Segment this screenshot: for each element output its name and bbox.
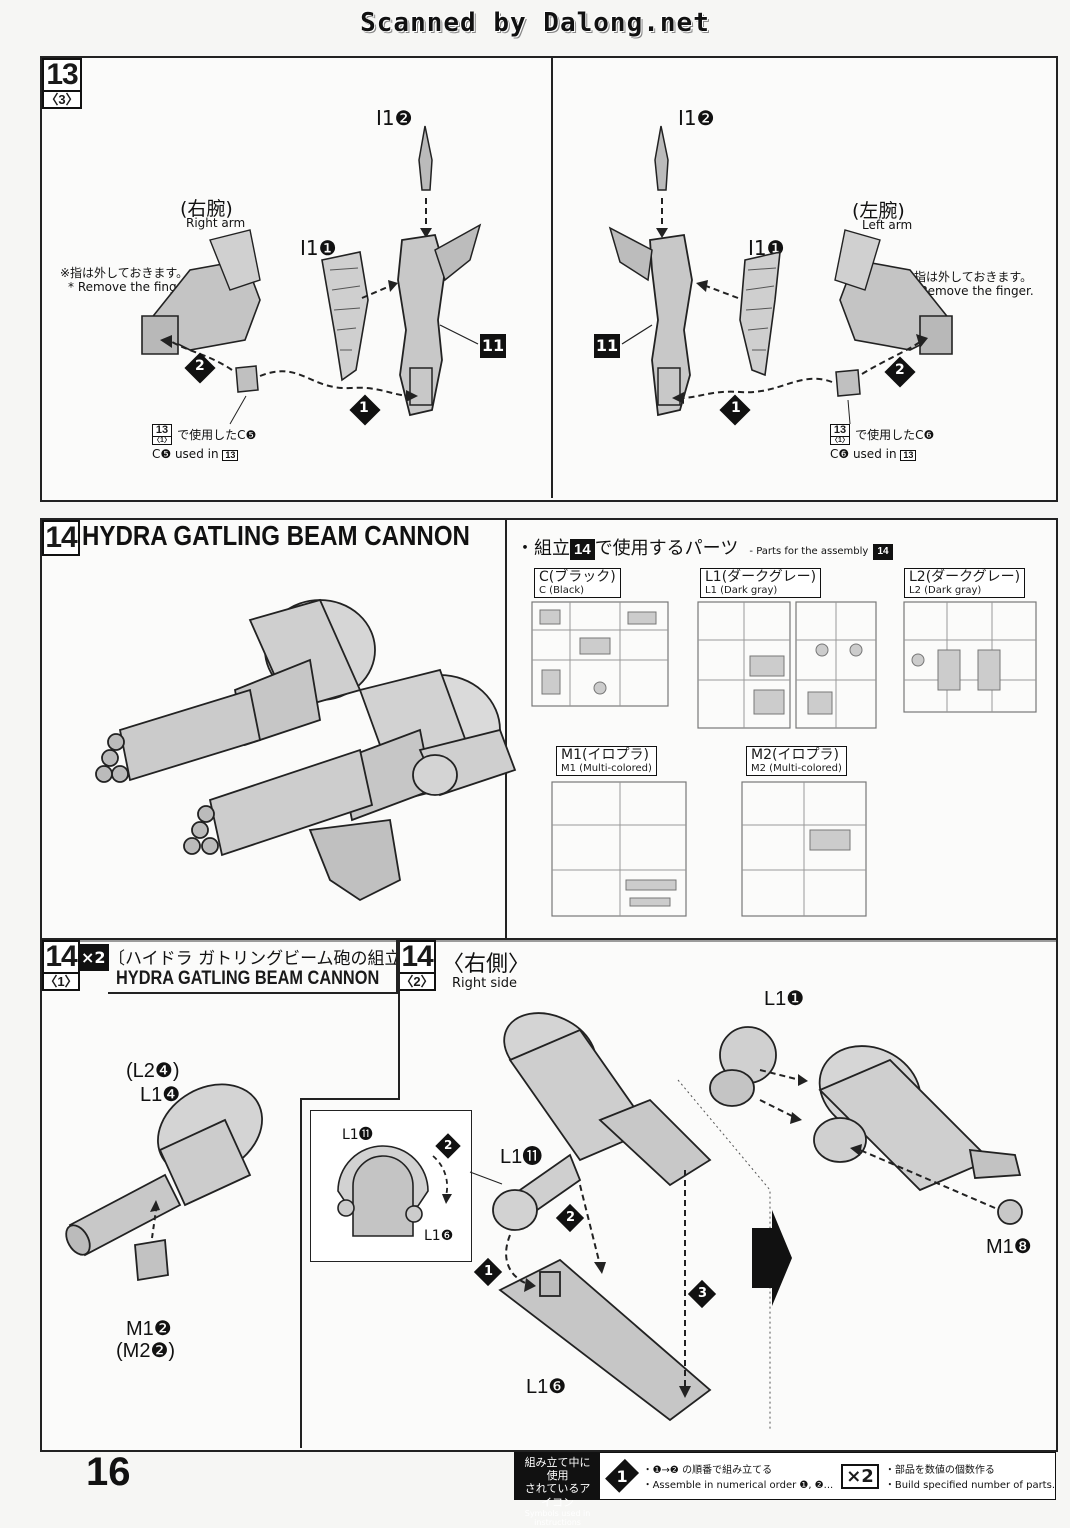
multiply-icon: ×2 [841,1463,879,1489]
step13-left-used-ref2: 13 [222,450,239,461]
step14-badge: 14 [42,520,80,556]
step13-right-note-jp: ※指は外しておきます。 [904,270,1033,284]
step13-left-part-mid: I1❶ [300,236,337,260]
runner-m2-sprue [741,781,867,917]
step14-1-title-en: HYDRA GATLING BEAM CANNON [116,968,380,989]
parts-heading-num2: 14 [873,544,893,560]
step13-left-used: 13〈1〉 で使用したC❺ C❺ used in 13 [152,424,256,461]
step14-2-part-l11: L1❶ [764,988,805,1010]
step13-left-note-jp: ※指は外しておきます。 [60,266,189,280]
step13-left-order-2: 2 [195,358,205,374]
step13-right-used: 13〈1〉 で使用したC❻ C❻ used in 13 [830,424,934,461]
step13-right-order-2: 2 [895,362,905,378]
step14-2-frame-top [300,1098,398,1100]
step13-left-arm-jp: (右腕) [180,198,233,220]
step14-1-header-border [108,940,398,994]
legend-order-jp: ・❶→❷ の順番で組み立てる [642,1465,773,1476]
legend-mult-en: ・Build specified number of parts. [884,1480,1055,1491]
step13-right-illustration [608,125,953,426]
step14-2-frame-divider [398,940,400,1100]
step14-2-inset-illustration [337,1133,503,1237]
step13-right-used-jp: で使用したC❻ [855,428,935,442]
step14-1-part-b2: (M2❷) [116,1340,176,1362]
step13-right-note-en: * Remove the finger. [910,284,1034,298]
step13-left-used-jp: で使用したC❺ [177,428,257,442]
page-number: 16 [86,1450,131,1494]
runner-l1-sprue [697,601,877,729]
step13-left-used-en: C❺ used in [152,447,219,461]
step14-parts-divider [505,520,507,938]
step13-right-arm-jp: (左腕) [852,200,905,222]
parts-heading-jp: ・組立 [516,538,570,559]
step14-2-order-3: 3 [698,1286,708,1301]
parts-heading-en: - Parts for the assembly [749,546,869,557]
step13-right-arm-en: Left arm [862,218,913,232]
step13-left-part-top: I1❷ [376,106,413,130]
step13-left-order-1: 1 [359,400,369,416]
step14-1-part-a2: L1❹ [140,1084,181,1106]
icon-legend: 組み立て中に使用 されているアイコン Symbols used in instr… [514,1452,1056,1527]
inset-order-2: 2 [444,1138,453,1152]
runner-l1-label: L1(ダークグレー)L1 (Dark gray) [700,568,822,599]
step13-right-part-top: I1❷ [678,106,715,130]
legend-order-en: ・Assemble in numerical order ❶, ❷... [642,1480,834,1491]
step13-left-note-en: * Remove the finger. [68,280,192,294]
step14-2-part-m18: M1❽ [986,1236,1032,1258]
step14-1-mult-badge: ×2 [78,944,109,971]
runner-m2-label: M2(イロプラ)M2 (Multi-colored) [746,746,847,777]
step13-left-ref-box-11: 11 [480,334,506,358]
runner-m1-label: M1(イロプラ)M1 (Multi-colored) [556,746,657,777]
step14-2-part-l111: L1⓫ [500,1146,543,1168]
step14-cannon-illustration [95,598,517,902]
parts-heading-num: 14 [570,539,595,560]
runner-l2-label: L2(ダークグレー)L2 (Dark gray) [904,568,1026,599]
step13-right-used-ref: 13〈1〉 [830,424,850,445]
step14-2-title-en: Right side [452,976,517,991]
step14-2-badge: 14 〈2〉 [398,940,436,991]
step13-right-used-ref2: 13 [900,450,917,461]
parts-heading-jp2: で使用するパーツ [594,538,739,559]
runner-c-sprue [531,601,669,707]
step14-1-part-a1: (L2❹) [126,1060,180,1082]
legend-title: 組み立て中に使用 されているアイコン Symbols used in instr… [515,1453,601,1527]
step13-right-ref-box-11: 11 [594,334,620,358]
step13-right-order-1: 1 [731,400,741,416]
runner-c-label: C(ブラック)C (Black) [534,568,621,599]
scan-watermark: Scanned by Dalong.net [360,8,710,38]
step14-2-frame-left [300,1098,302,1448]
step14-2-part-l16: L1❻ [526,1376,567,1398]
legend-mult-jp: ・部品を数値の個数作る [884,1465,995,1476]
step13-left-used-ref: 13〈1〉 [152,424,172,445]
step14-2-inset-top: L1⓫ [342,1127,373,1143]
step14-2-order-1: 1 [484,1264,494,1279]
step14-2-inset-bottom: L1❻ [424,1228,454,1244]
order-diamond-icon: 1 [605,1458,640,1494]
step14-2-order-2: 2 [566,1210,576,1225]
step14-1-part-b1: M1❷ [126,1318,172,1340]
step14-1-illustration [65,1083,263,1282]
step14-2-title-jp: 〈右側〉 [442,952,531,977]
step13-left-illustration [141,125,482,426]
step14-2-illustration [473,1012,1023,1430]
runner-m1-sprue [551,781,687,917]
step14-1-badge: 14 〈1〉 [42,940,80,991]
runner-l2-sprue [903,601,1037,713]
step14-title: HYDRA GATLING BEAM CANNON [82,520,470,551]
step13-right-used-en: C❻ used in [830,447,897,461]
step13-divider [551,58,553,498]
step13-badge: 13 〈3〉 [42,58,82,109]
step13-left-arm-en: Right arm [186,216,246,230]
step14-1-title-jp: 〔ハイドラ ガトリングビーム砲の組立〕 [108,949,419,969]
